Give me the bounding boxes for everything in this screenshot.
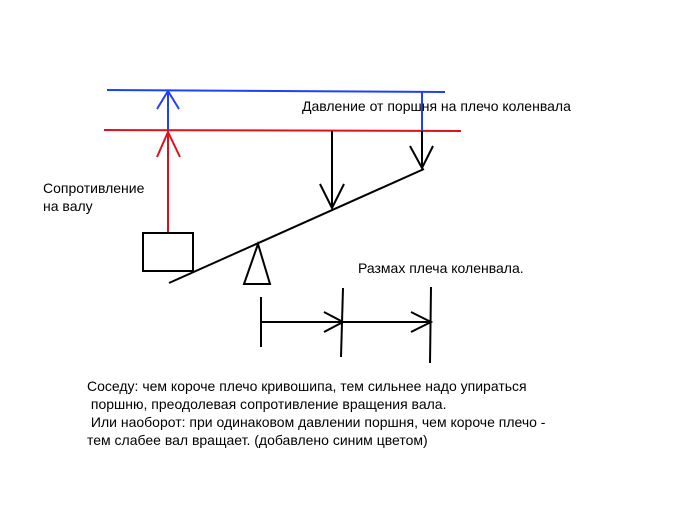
stroke-arrow-second	[343, 311, 434, 333]
stroke-arrow-first	[262, 311, 346, 333]
stroke-label: Размах плеча коленвала.	[358, 260, 524, 276]
stroke-tick-right	[429, 286, 432, 364]
blue-pressure-line	[106, 89, 446, 93]
note-line-3: Или наоборот: при одинаковом давлении по…	[87, 414, 546, 430]
note-line-2: поршню, преодолевая сопротивление вращен…	[87, 396, 447, 412]
fulcrum-triangle	[242, 240, 272, 285]
explanation-note: Соседу: чем короче плечо кривошипа, тем …	[87, 377, 545, 449]
red-up-arrow	[156, 129, 181, 232]
note-line-4: тем слабее вал вращает. (добавлено синим…	[87, 432, 428, 448]
blue-up-arrow	[156, 89, 180, 130]
resistance-label-line2: на валу	[43, 198, 93, 214]
middle-down-arrow	[319, 131, 345, 211]
right-down-arrow	[409, 131, 434, 171]
red-resistance-line	[103, 129, 462, 132]
note-line-1: Соседу: чем короче плечо кривошипа, тем …	[87, 378, 527, 394]
pressure-label: Давление от поршня на плечо коленвала	[302, 98, 571, 114]
resistance-label-line1: Сопротивление	[43, 180, 145, 196]
lever-beam	[168, 168, 425, 284]
load-box	[142, 232, 194, 272]
resistance-label: Сопротивление на валу	[43, 179, 144, 215]
